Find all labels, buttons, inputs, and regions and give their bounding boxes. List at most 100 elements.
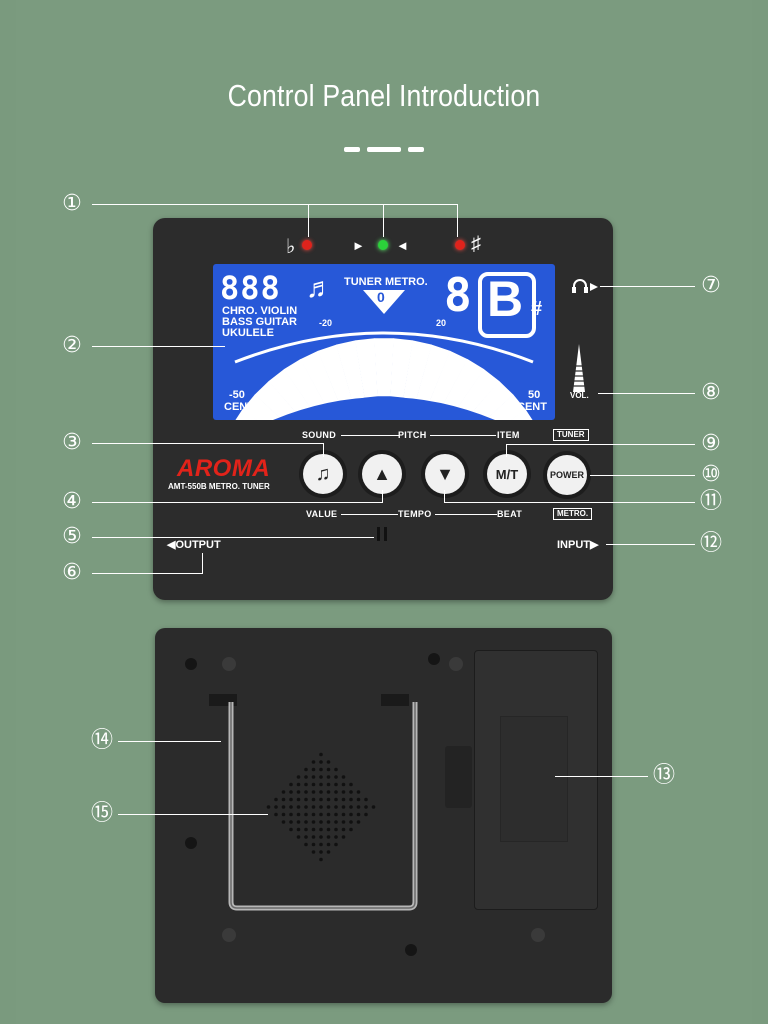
speaker-hole <box>319 767 323 772</box>
speaker-hole <box>334 767 338 772</box>
callout-2: ② <box>62 333 82 358</box>
leader-line-5 <box>92 537 374 538</box>
speaker-hole <box>319 835 323 839</box>
speaker-hole <box>326 790 331 794</box>
sharp-led <box>455 240 465 250</box>
speaker-hole <box>326 820 331 824</box>
leader-line-2 <box>92 346 225 347</box>
speaker-hole <box>311 805 316 809</box>
page-title: Control Panel Introduction <box>227 78 541 113</box>
wire-stand[interactable] <box>205 688 435 918</box>
speaker-hole <box>326 805 331 809</box>
lcd-instrument-3: UKULELE <box>222 327 274 339</box>
speaker-hole <box>281 805 286 809</box>
lcd-digits-right: 8 <box>444 268 472 322</box>
lcd-digits-left: 888 <box>220 269 281 307</box>
speaker-hole <box>304 790 308 794</box>
speaker-hole <box>349 790 353 794</box>
speaker-hole <box>296 835 301 839</box>
speaker-hole <box>319 782 323 787</box>
speaker-hole <box>311 827 316 832</box>
up-button[interactable]: ▲ <box>362 454 402 494</box>
leader-line-1-drop <box>383 204 384 237</box>
output-port-label: ◀OUTPUT <box>167 539 221 551</box>
callout-14: ⑭ <box>90 728 113 753</box>
lcd-scale-bar <box>355 338 378 398</box>
speaker-hole <box>356 790 361 794</box>
label-divider <box>341 435 399 436</box>
speaker-hole <box>281 790 286 794</box>
speaker-hole <box>304 820 308 824</box>
screw <box>531 928 545 942</box>
speaker-hole <box>326 782 331 787</box>
callout-9: ⑨ <box>701 431 721 456</box>
in-tune-led <box>378 240 388 250</box>
lcd-scale-bar <box>242 394 283 420</box>
speaker-hole <box>296 805 301 809</box>
label-divider <box>430 435 496 436</box>
speaker-hole <box>319 820 323 824</box>
mount-hole <box>405 944 417 956</box>
speaker-hole <box>319 797 323 802</box>
speaker-hole <box>319 752 323 757</box>
speaker-hole <box>349 820 353 824</box>
speaker-hole <box>304 775 308 779</box>
speaker-hole <box>326 835 331 839</box>
battery-cover-recess <box>500 716 568 842</box>
speaker-hole <box>334 812 338 817</box>
speaker-hole <box>289 812 293 817</box>
speaker-hole <box>371 805 376 809</box>
speaker-grille <box>266 752 376 862</box>
mode-toggle-button[interactable]: M/T <box>487 454 527 494</box>
speaker-hole <box>311 835 316 839</box>
speaker-hole <box>319 842 323 847</box>
lcd-scale-bar <box>428 350 468 411</box>
speaker-hole <box>289 782 293 787</box>
leader-line-12 <box>606 544 695 545</box>
speaker-hole <box>311 812 316 817</box>
speaker-hole <box>319 812 323 817</box>
tuner-tag: TUNER <box>553 429 589 441</box>
speaker-hole <box>296 797 301 802</box>
speaker-hole <box>311 760 316 764</box>
speaker-hole <box>326 797 331 802</box>
speaker-hole <box>356 797 361 802</box>
mount-hole <box>185 837 197 849</box>
speaker-hole <box>304 835 308 839</box>
lcd-scale-left: -20 <box>319 318 333 328</box>
sharp-symbol: ♯ <box>471 233 481 255</box>
speaker-hole <box>341 835 346 839</box>
mount-hole <box>428 653 440 665</box>
leader-line-4 <box>92 502 383 503</box>
microphone-slot-icon <box>384 527 387 541</box>
leader-line-10 <box>590 475 695 476</box>
down-button[interactable]: ▼ <box>425 454 465 494</box>
speaker-hole <box>326 760 331 764</box>
callout-6: ⑥ <box>62 560 82 585</box>
speaker-hole <box>349 797 353 802</box>
speaker-hole <box>274 797 278 802</box>
speaker-hole <box>311 790 316 794</box>
screw <box>449 657 463 671</box>
battery-latch[interactable] <box>445 746 472 808</box>
sound-button[interactable]: ♫ <box>303 454 343 494</box>
speaker-hole <box>289 827 293 832</box>
speaker-hole <box>349 782 353 787</box>
speaker-hole <box>334 805 338 809</box>
speaker-hole <box>326 767 331 772</box>
speaker-hole <box>281 812 286 817</box>
lcd-scale-bar <box>451 369 500 420</box>
speaker-hole <box>304 805 308 809</box>
leader-line-11-rise <box>444 490 445 503</box>
lcd-scale-bar <box>300 350 340 411</box>
power-button[interactable]: POWER <box>547 455 587 495</box>
speaker-hole <box>311 775 316 779</box>
callout-7: ⑦ <box>701 273 721 298</box>
speaker-hole <box>289 790 293 794</box>
speaker-hole <box>334 797 338 802</box>
speaker-hole <box>326 827 331 832</box>
leader-line-14 <box>118 741 221 742</box>
speaker-hole <box>341 827 346 832</box>
metro-tag: METRO. <box>553 508 593 520</box>
speaker-hole <box>364 812 368 817</box>
